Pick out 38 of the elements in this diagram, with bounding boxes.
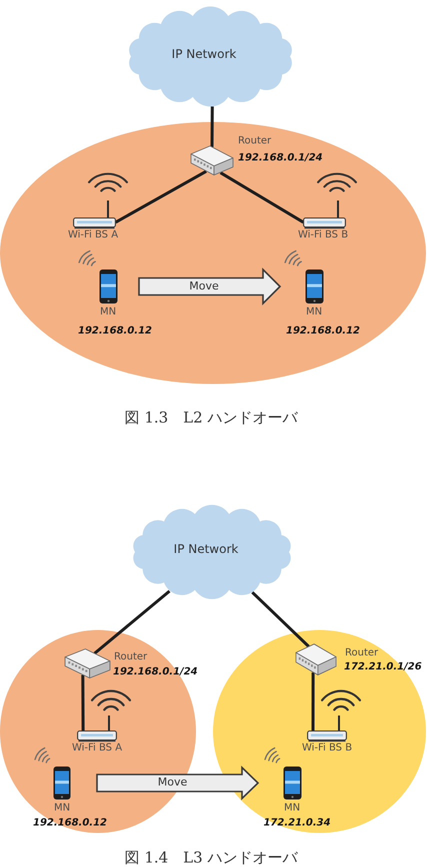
access-point-icon	[307, 715, 347, 742]
device-label: MN	[306, 306, 322, 318]
ip-address: 192.168.0.12	[286, 325, 360, 337]
device-label: Wi-Fi BS A	[68, 229, 118, 241]
device-label: Router	[238, 135, 272, 147]
smartphone-icon	[53, 766, 71, 800]
smartphone-icon	[99, 269, 118, 304]
connection-line	[312, 672, 315, 730]
figure-caption: 図 1.4 L3 ハンドオーバ	[124, 849, 298, 867]
device-label: MN	[284, 802, 300, 814]
edge-label: Move	[158, 776, 188, 790]
smartphone-icon	[305, 269, 324, 304]
connection-line	[114, 170, 207, 224]
router-icon	[295, 643, 337, 676]
router-icon	[64, 648, 111, 679]
edge-label: Move	[189, 280, 219, 293]
connection-line	[251, 591, 310, 648]
connection-line	[220, 171, 304, 224]
ip-address: 192.168.0.1/24	[238, 152, 323, 164]
device-label: Router	[114, 651, 148, 663]
connection-line	[81, 674, 85, 731]
smartphone-icon	[283, 766, 302, 800]
access-point-icon	[77, 715, 117, 742]
device-label: Router	[345, 647, 378, 659]
access-point-icon	[73, 200, 116, 229]
router-icon	[190, 145, 234, 176]
cloud-label: IP Network	[172, 48, 236, 62]
block-arrow	[96, 766, 260, 800]
access-point-icon	[303, 200, 346, 229]
device-label: MN	[54, 802, 70, 814]
device-label: MN	[100, 306, 116, 318]
ip-address: 192.168.0.12	[78, 325, 152, 337]
cloud-label: IP Network	[174, 543, 238, 557]
device-label: Wi-Fi BS B	[302, 742, 352, 754]
figure-caption: 図 1.3 L2 ハンドオーバ	[124, 409, 298, 427]
device-label: Wi-Fi BS A	[72, 742, 122, 754]
device-label: Wi-Fi BS B	[298, 229, 348, 241]
block-arrow	[138, 268, 282, 306]
